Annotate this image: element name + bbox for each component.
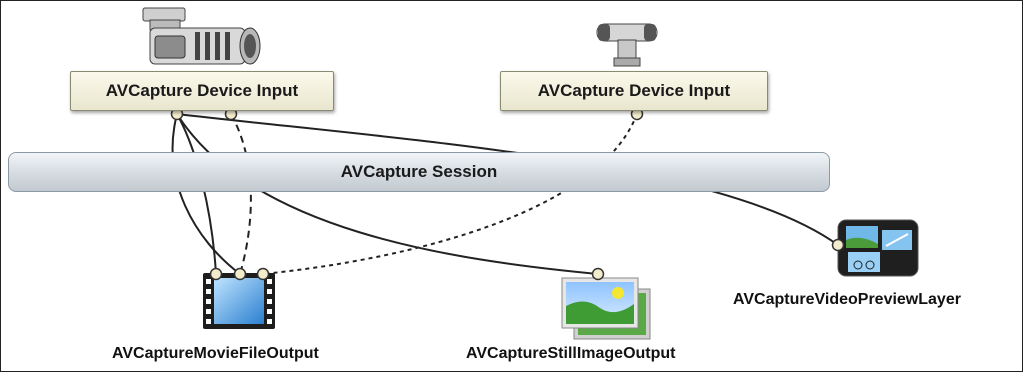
movie-file-output-label: AVCaptureMovieFileOutput (112, 345, 319, 362)
connector-still (591, 267, 605, 281)
connector-movie-1 (209, 267, 223, 281)
connector-dots (170, 107, 845, 281)
still-image-output-label: AVCaptureStillImageOutput (466, 345, 676, 362)
photos-icon (561, 277, 651, 340)
wire-input-audio-to-movie (230, 113, 252, 275)
connection-wires (171, 113, 839, 275)
device-input-microphone: AVCapture Device Input (500, 71, 768, 111)
wire-input-to-movie (176, 113, 217, 275)
device-input-camera-label: AVCapture Device Input (105, 81, 299, 100)
wire-input-to-still (176, 113, 599, 275)
video-preview-layer-label: AVCaptureVideoPreviewLayer (733, 291, 961, 308)
wire-mic-to-movie (262, 113, 638, 275)
wire-input-to-movie-2 (171, 113, 241, 275)
device-input-camera: AVCapture Device Input (70, 71, 334, 111)
microphone-icon (596, 23, 658, 67)
capture-session-label: AVCapture Session (340, 162, 498, 181)
device-input-microphone-label: AVCapture Device Input (537, 81, 731, 100)
connector-movie-3 (256, 267, 270, 281)
video-camera-icon (142, 7, 261, 65)
film-strip-icon (203, 273, 275, 329)
connector-preview (831, 238, 845, 252)
capture-session-bar: AVCapture Session (8, 152, 830, 192)
preview-layer-icon (837, 219, 919, 277)
connector-movie-2 (233, 267, 247, 281)
